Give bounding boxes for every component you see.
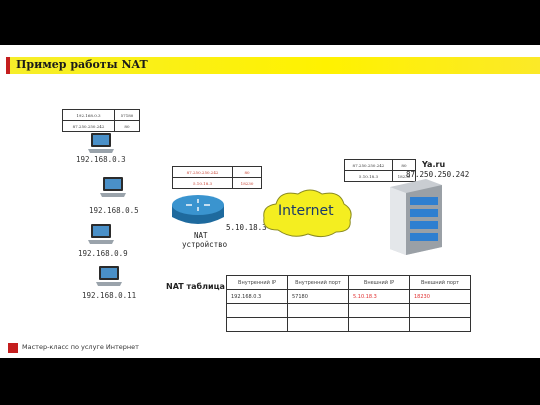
- server-packet-table: 87.250.250.242 80 5.10.18.3 18230: [344, 159, 417, 182]
- host-ip-label: 192.168.0.11: [82, 291, 137, 300]
- table-cell: 5.10.18.3: [171, 177, 234, 189]
- slide: Пример работы NAT 192.168.0.3 57180 87.2…: [0, 45, 540, 358]
- footer-accent-mark: [8, 343, 18, 353]
- internet-cloud-icon: [263, 189, 352, 238]
- table-cell: [226, 317, 288, 332]
- table-header-row: Внутренний IP Внутренний порт Внешний IP…: [226, 275, 471, 290]
- table-cell: 5.10.18.3: [348, 289, 410, 304]
- column-header: Внешний IP: [348, 275, 410, 290]
- table-cell: 87.250.250.242: [344, 159, 393, 171]
- table-row: 5.10.18.3 18230: [344, 170, 417, 182]
- server-icon: [390, 179, 442, 255]
- table-cell: 57180: [287, 289, 349, 304]
- footer-text: Мастер-класс по услуге Интернет: [22, 343, 139, 351]
- router-label-line1: NAT: [194, 231, 208, 240]
- table-cell: [409, 303, 471, 318]
- table-row: [226, 317, 471, 332]
- internet-label: Internet: [278, 203, 334, 219]
- host-packet-table: 192.168.0.3 57180 87.250.250.242 80: [62, 109, 141, 132]
- table-cell: 80: [113, 120, 141, 132]
- table-cell: [348, 303, 410, 318]
- host-ip-label: 192.168.0.9: [78, 249, 128, 258]
- table-cell: 87.250.250.242: [171, 166, 234, 178]
- table-row: 87.250.250.242 80: [62, 120, 141, 132]
- table-cell: 192.168.0.3: [62, 109, 115, 121]
- title-accent-mark: [6, 57, 10, 74]
- table-row: 87.250.250.242 80: [344, 159, 417, 171]
- table-row: 5.10.18.3 18230: [171, 177, 262, 189]
- host-ip-label: 192.168.0.5: [89, 206, 139, 215]
- laptop-icon: [96, 266, 122, 286]
- server-ip-label: 87.250.250.242: [406, 170, 470, 179]
- column-header: Внутренний IP: [226, 275, 288, 290]
- nat-table-caption: NAT таблица: [166, 282, 225, 291]
- table-cell: [409, 317, 471, 332]
- nat-table: Внутренний IP Внутренний порт Внешний IP…: [226, 275, 471, 332]
- column-header: Внешний порт: [409, 275, 471, 290]
- table-cell: [287, 303, 349, 318]
- table-row: 87.250.250.242 80: [171, 166, 262, 178]
- column-header: Внутренний порт: [287, 275, 349, 290]
- table-cell: 80: [391, 159, 417, 171]
- slide-title: Пример работы NAT: [16, 58, 148, 71]
- table-cell: 80: [232, 166, 262, 178]
- router-label-line2: устройство: [182, 240, 228, 249]
- laptop-icon: [100, 177, 126, 197]
- laptop-icon: [88, 133, 114, 153]
- table-cell: [348, 317, 410, 332]
- title-bar: Пример работы NAT: [6, 57, 540, 74]
- table-cell: 18230: [409, 289, 471, 304]
- host-ip-label: 192.168.0.3: [76, 155, 126, 164]
- router-icon: [172, 195, 224, 224]
- router-packet-table: 87.250.250.242 80 5.10.18.3 18230: [171, 166, 262, 189]
- table-cell: 18230: [391, 170, 417, 182]
- server-name: Ya.ru: [422, 160, 446, 169]
- laptop-icon: [88, 224, 114, 244]
- table-cell: 192.168.0.3: [226, 289, 288, 304]
- table-cell: [226, 303, 288, 318]
- table-cell: 57180: [113, 109, 141, 121]
- table-row: 192.168.0.3 57180 5.10.18.3 18230: [226, 289, 471, 304]
- table-cell: 18230: [232, 177, 262, 189]
- table-cell: [287, 317, 349, 332]
- table-cell: 87.250.250.242: [62, 120, 115, 132]
- table-row: [226, 303, 471, 318]
- table-row: 192.168.0.3 57180: [62, 109, 141, 121]
- router-ip-label: 5.10.18.3: [226, 223, 267, 232]
